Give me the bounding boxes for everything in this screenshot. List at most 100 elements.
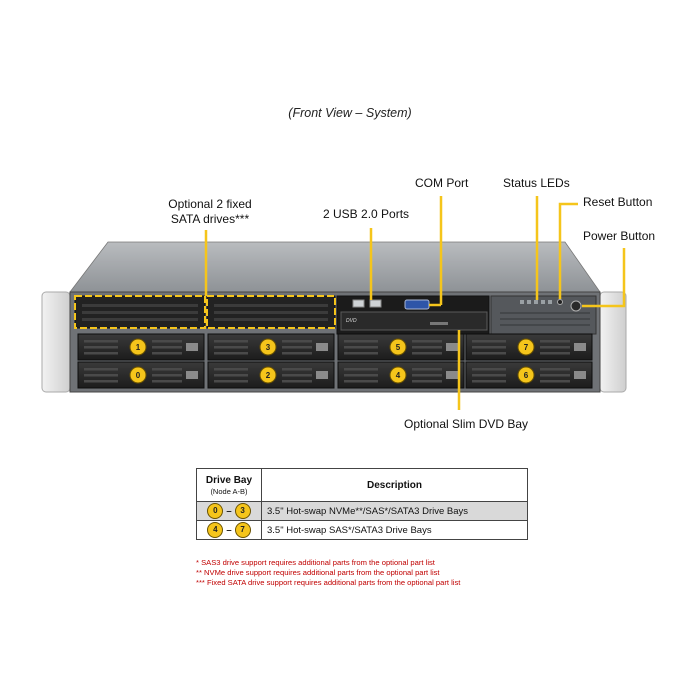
power-button[interactable] [570,300,582,312]
tray-vent [282,340,312,343]
callout-optional-sata: Optional 2 fixed SATA drives*** [168,197,252,227]
bay-badge-from: 4 [207,522,224,538]
bay-number-badge [389,366,407,384]
tray-vent [282,374,312,377]
fixed-sata-highlight-right [206,295,336,329]
tray-vent [214,352,248,355]
tray-vent [540,380,570,383]
range-dash: – [226,505,232,517]
tray-vent [540,368,570,371]
figure-caption: (Front View – System) [288,106,412,120]
tray-release-latch[interactable] [574,343,586,351]
tray-release-latch[interactable] [316,343,328,351]
bay-number-badge [517,366,535,384]
tray-vent [152,340,182,343]
callout-optional-sata-line2: SATA drives*** [170,212,250,226]
tray-vent [84,368,118,371]
callout-reset-button: Reset Button [583,195,653,209]
tray-vent [344,346,378,349]
bay-number-badge [259,366,277,384]
tray-vent [152,380,182,383]
tray-vent [214,368,248,371]
bay-number-badge [517,338,535,356]
tray-vent [282,380,312,383]
drive-tray[interactable]: 7 [465,333,593,361]
bay-number-label: 5 [396,343,401,352]
header-drive-bay: Drive Bay (Node A-B) [196,468,262,502]
fixed-sata-highlight-left [74,295,206,329]
drive-bays: 1 3 5 7 0 2 4 6 [77,333,593,389]
tray-release-latch[interactable] [316,371,328,379]
drive-tray[interactable]: 2 [207,361,335,389]
bay-number-label: 0 [136,371,141,380]
bay-description: 3.5" Hot-swap SAS*/SATA3 Drive Bays [261,520,528,540]
tray-vent [472,340,506,343]
drive-bay-table: Drive Bay (Node A-B) Description 0–3 3.5… [196,468,528,540]
status-leds [520,300,552,304]
leader-reset-button [558,202,578,299]
leader-power-button [582,248,626,308]
footnote-nvme: ** NVMe drive support requires additiona… [196,568,440,577]
bay-badge-to: 3 [234,503,251,519]
tray-vent [84,374,118,377]
tray-vent [412,374,442,377]
tray-vent [214,346,248,349]
tray-vent [282,368,312,371]
bay-number-label: 4 [396,371,401,380]
bay-number-badge [129,366,147,384]
tray-vent [84,352,118,355]
tray-vent [412,340,442,343]
tray-vent [152,368,182,371]
tray-vent [472,346,506,349]
tray-vent [344,368,378,371]
tray-vent [84,346,118,349]
tray-vent [344,380,378,383]
footnote-sas3: * SAS3 drive support requires additional… [196,558,435,567]
tray-vent [344,340,378,343]
tray-release-latch[interactable] [446,371,458,379]
header-drive-bay-sub: (Node A-B) [210,486,248,496]
header-description: Description [261,468,528,502]
table-row: 0–3 3.5" Hot-swap NVMe**/SAS*/SATA3 Driv… [196,501,528,521]
com-port[interactable] [404,299,430,310]
tray-vent [152,352,182,355]
chassis-top-cover [69,241,601,293]
bay-range-cell: 0–3 [196,501,262,521]
tray-vent [472,374,506,377]
tray-vent [152,346,182,349]
tray-release-latch[interactable] [186,343,198,351]
tray-vent [412,346,442,349]
range-dash: – [226,524,232,536]
drive-tray[interactable]: 0 [77,361,205,389]
drive-tray[interactable]: 3 [207,333,335,361]
table-row: 4–7 3.5" Hot-swap SAS*/SATA3 Drive Bays [196,520,528,540]
callout-status-leds: Status LEDs [503,176,570,190]
callout-usb-ports: 2 USB 2.0 Ports [323,207,410,221]
tray-release-latch[interactable] [574,371,586,379]
drive-tray[interactable]: 1 [77,333,205,361]
control-panel-vents [500,312,590,326]
tray-vent [540,340,570,343]
tray-vent [214,380,248,383]
bay-number-label: 1 [136,343,141,352]
drive-tray[interactable]: 5 [337,333,465,361]
callout-optional-sata-line1: Optional 2 fixed [168,197,252,211]
tray-vent [344,352,378,355]
tray-vent [540,374,570,377]
tray-vent [84,340,118,343]
usb-port-1[interactable] [352,299,365,308]
tray-release-latch[interactable] [186,371,198,379]
tray-vent [472,352,506,355]
reset-button[interactable] [557,299,563,305]
drive-tray[interactable]: 4 [337,361,465,389]
tray-vent [214,374,248,377]
bay-number-label: 6 [524,371,529,380]
usb-port-2[interactable] [369,299,382,308]
tray-vent [344,374,378,377]
drive-tray[interactable]: 6 [465,361,593,389]
dvd-eject-button[interactable] [430,322,448,325]
dvd-drive[interactable] [340,311,488,331]
callout-lines [204,196,626,410]
bay-badge-from: 0 [207,503,224,519]
tray-release-latch[interactable] [446,343,458,351]
